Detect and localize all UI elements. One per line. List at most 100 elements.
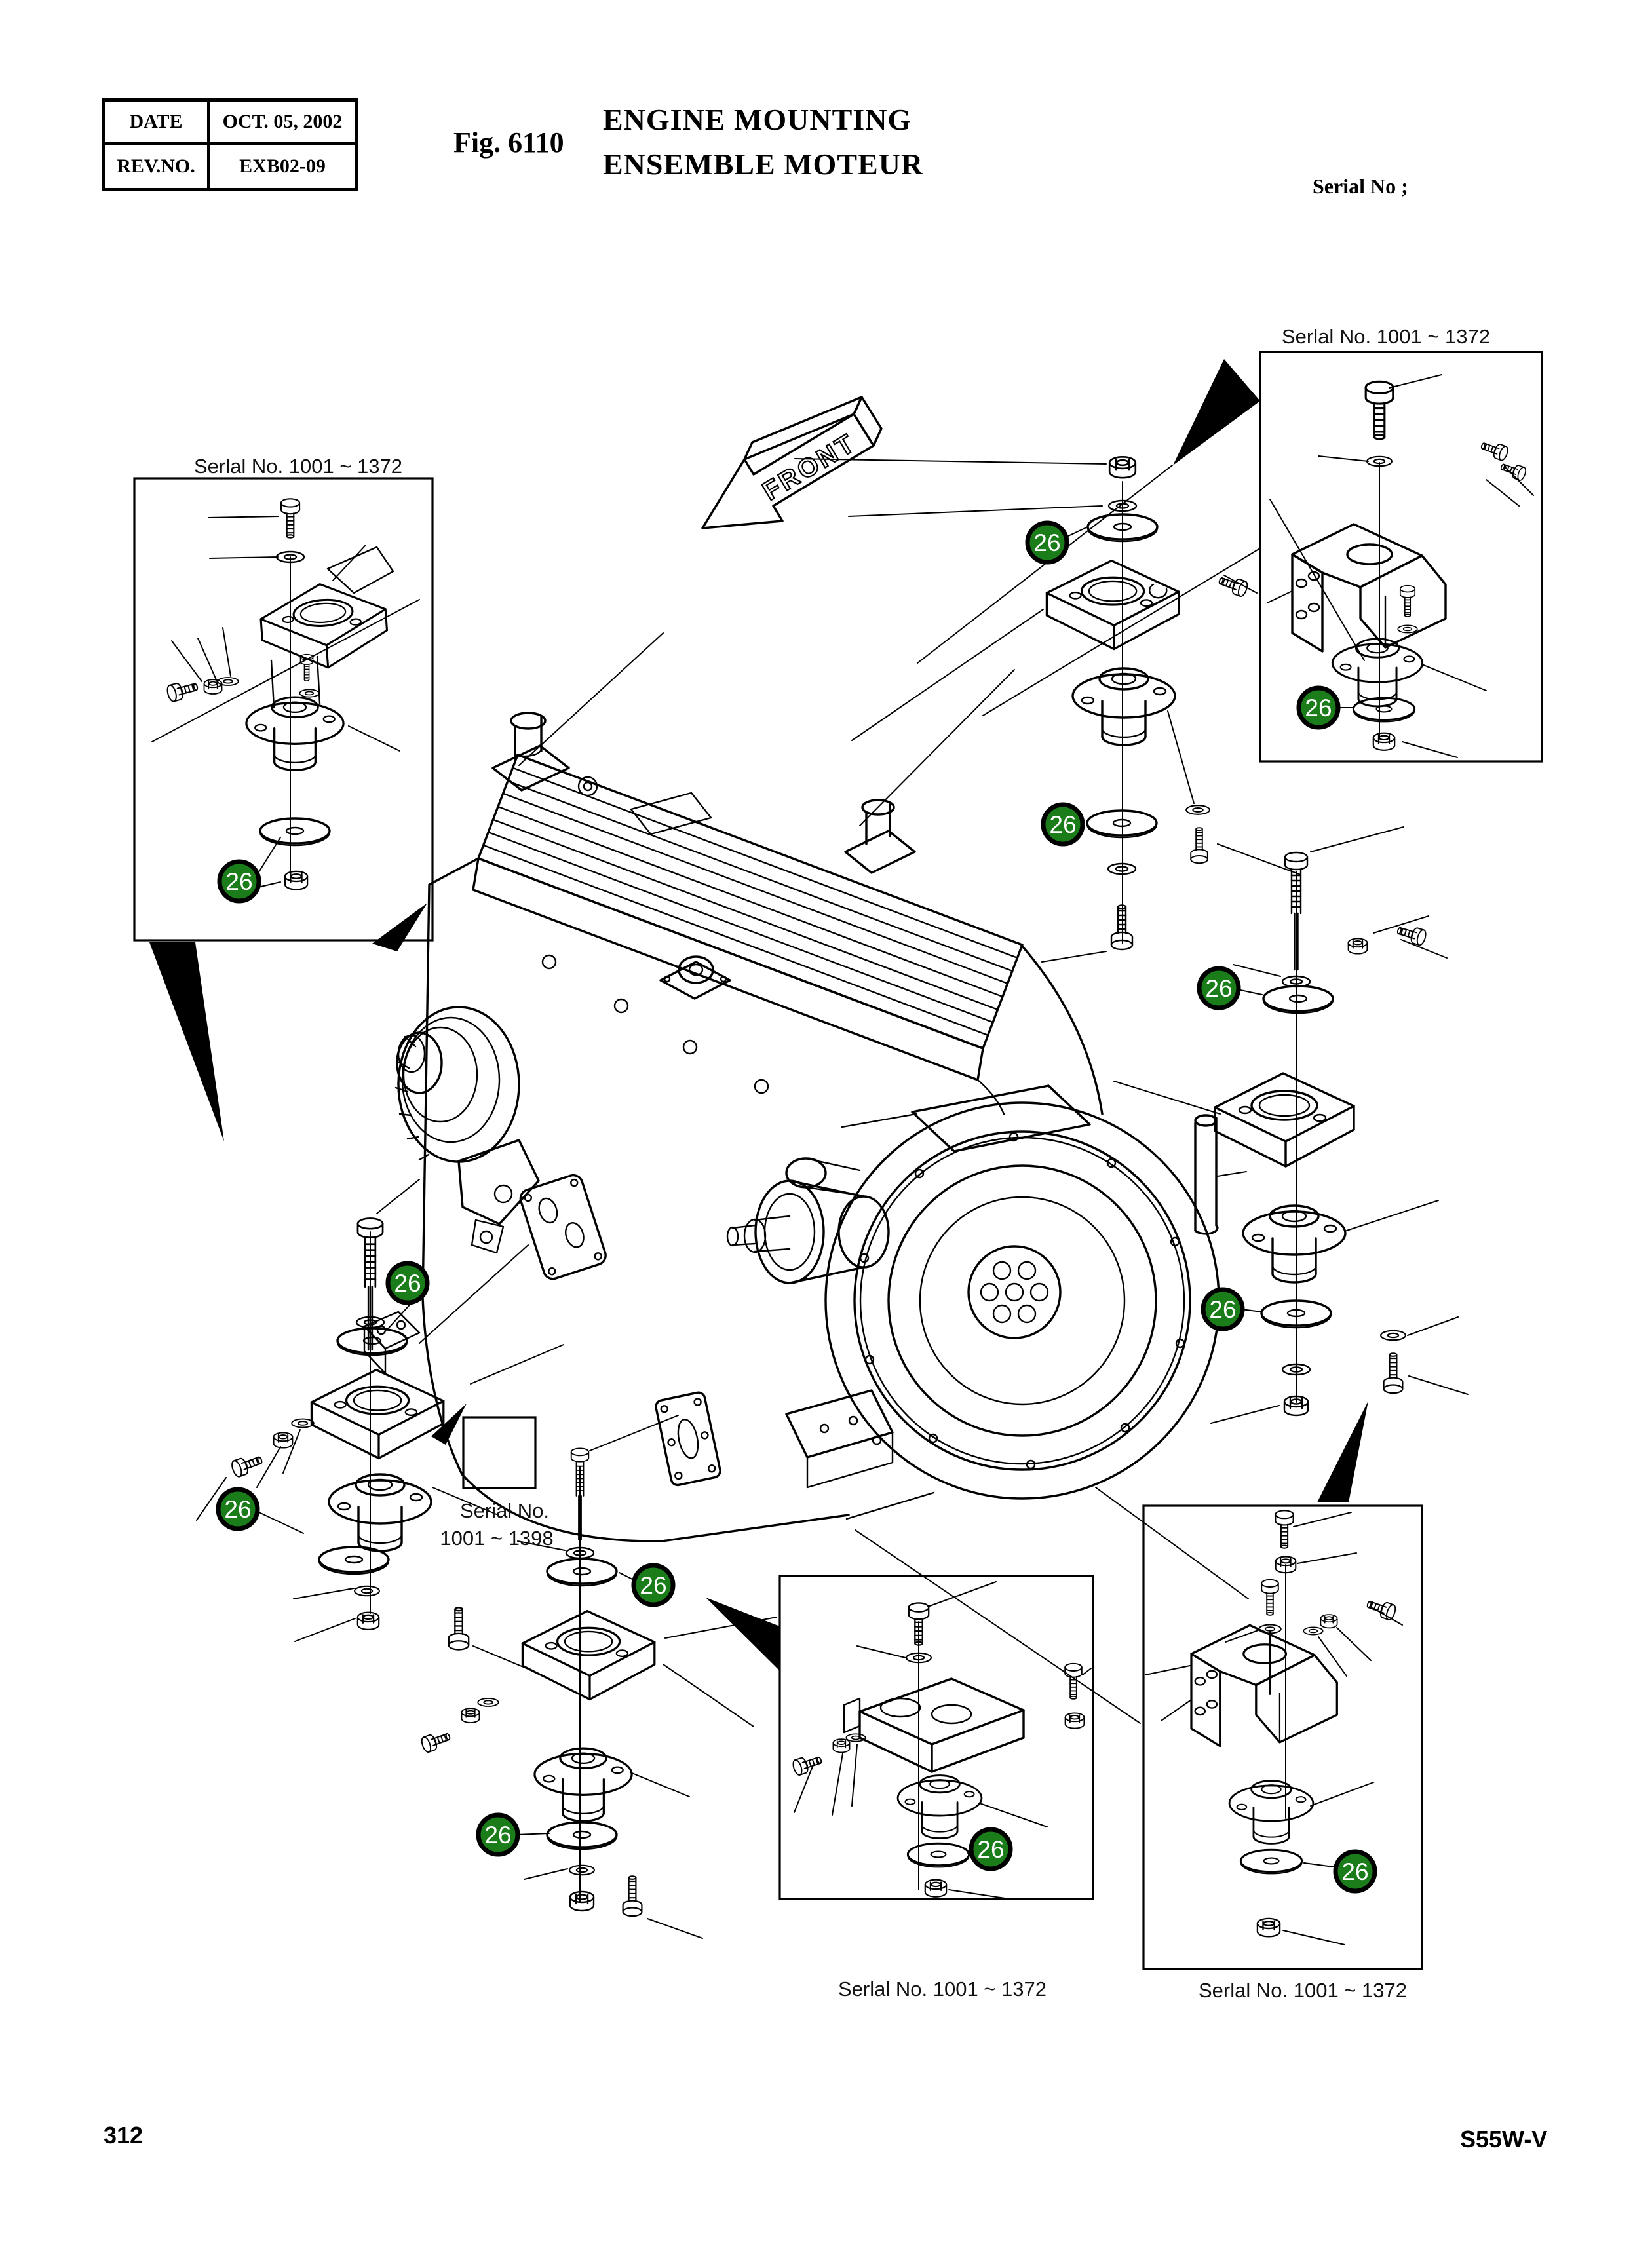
bolt-part: [1275, 1510, 1294, 1549]
bolt-part: [1261, 1579, 1279, 1616]
washer-plate-part: [1262, 985, 1334, 1014]
rubber-mount-part: [1228, 1780, 1315, 1845]
bracket-part: [521, 1609, 656, 1701]
nut-part: [832, 1738, 851, 1753]
svg-text:26: 26: [1341, 1858, 1368, 1885]
engine-assembly-drawing: [363, 712, 1220, 1542]
washer-part: [1185, 805, 1210, 815]
svg-text:26: 26: [394, 1270, 421, 1297]
inset-top-right-parts: [1267, 374, 1534, 758]
bolt-part: [1478, 438, 1510, 463]
breather-cap: [659, 955, 731, 1000]
svg-text:26: 26: [1209, 1296, 1236, 1323]
nut-part: [1256, 1917, 1281, 1938]
part-callout: 26: [217, 859, 261, 904]
nut-part: [273, 1432, 294, 1449]
nut-part: [1320, 1614, 1338, 1629]
bolt-part: [1394, 922, 1429, 947]
serial-note-line1: Serial No.: [460, 1499, 549, 1522]
washer-plate-part: [546, 1821, 618, 1850]
bracket-part: [310, 1368, 445, 1460]
nut-part: [356, 1611, 380, 1630]
svg-text:26: 26: [1205, 975, 1232, 1002]
nut-part: [1064, 1712, 1085, 1729]
svg-text:26: 26: [640, 1572, 666, 1599]
rubber-mount-part: [1331, 638, 1424, 708]
bolt-part: [449, 1607, 469, 1649]
nut-part: [569, 1890, 595, 1912]
dowel-pin: [1194, 1114, 1219, 1235]
bolt-part: [165, 678, 201, 703]
svg-text:26: 26: [1049, 811, 1076, 838]
page-title-en: ENGINE MOUNTING: [603, 103, 912, 136]
nut-part: [1283, 1395, 1309, 1417]
mount-assembly-left: [229, 1217, 469, 1650]
bracket-part: [1214, 1072, 1355, 1168]
part-callout: 26: [1197, 966, 1241, 1010]
serial-no-heading: Serial No ;: [1313, 174, 1408, 198]
washer-plate-part: [1352, 697, 1416, 723]
inset-top-left-parts: [151, 498, 420, 890]
bracket-part: [843, 1677, 1025, 1773]
washer-plate-part: [259, 817, 331, 847]
washer-part: [569, 1864, 595, 1876]
inset-box-bottom-right: [1142, 1504, 1423, 1970]
bolt-part: [791, 1751, 824, 1777]
washer-part: [1397, 624, 1418, 634]
inset-bottom-center-parts: [791, 1581, 1092, 1900]
svg-text:26: 26: [484, 1822, 511, 1848]
wedge-pointer-bottom-right: [1317, 1401, 1368, 1502]
bolt-part: [1384, 1353, 1403, 1393]
nut-part: [284, 870, 309, 890]
washer-plate-part: [906, 1842, 970, 1868]
wedge-pointer-left: [149, 942, 224, 1141]
rubber-mount-part: [328, 1473, 432, 1552]
lifting-eye-front: [491, 712, 570, 792]
side-gasket: [519, 1174, 607, 1280]
inset-box-top-left: [133, 477, 434, 942]
serial-label-bottom-right: Serlal No. 1001 ~ 1372: [1199, 1979, 1407, 2002]
revision-table-label-revno: REV.NO.: [105, 145, 210, 188]
serial-note-line2: 1001 ~ 1398: [440, 1527, 553, 1550]
wedge-pointer-top-right: [1173, 359, 1260, 465]
part-callouts: 26 26 26 26 26 26 26 26 26 26 26 26: [216, 520, 1377, 1894]
serial-label-top-right: Serlal No. 1001 ~ 1372: [1282, 325, 1490, 348]
serial-labels: Serlal No. 1001 ~ 1372 Serlal No. 1001 ~…: [194, 325, 1490, 2002]
inset-boxes: [133, 351, 1543, 1970]
rubber-mount-part: [1242, 1204, 1347, 1284]
washer-part: [1380, 1330, 1406, 1341]
revision-table: DATE OCT. 05, 2002 REV.NO. EXB02-09: [102, 98, 358, 191]
part-callout: 26: [1296, 685, 1341, 730]
flywheel-housing: [824, 1084, 1220, 1500]
svg-text:26: 26: [224, 1496, 251, 1523]
valve-cover: [472, 754, 1024, 1081]
revision-table-label-date: DATE: [105, 102, 210, 145]
figure-number: Fig. 6110: [453, 126, 564, 159]
pointer-wedges: [149, 359, 1368, 1671]
serial-label-top-left: Serlal No. 1001 ~ 1372: [194, 455, 402, 478]
bolt-part: [1216, 572, 1250, 598]
lifting-eye-rear: [844, 799, 916, 874]
bolt-part: [229, 1451, 265, 1479]
revision-table-value-date: OCT. 05, 2002: [210, 102, 355, 145]
bolt-part: [1364, 380, 1394, 440]
part-callout: 26: [1025, 520, 1069, 565]
part-callout: 26: [969, 1827, 1013, 1871]
serial-label-bottom-center: Serlal No. 1001 ~ 1372: [838, 1978, 1047, 2000]
part-callout: 26: [216, 1487, 260, 1531]
washer-part: [354, 1585, 380, 1597]
mount-assembly-top: [1045, 455, 1250, 949]
page-number: 312: [104, 2122, 144, 2149]
svg-text:26: 26: [977, 1836, 1004, 1863]
front-direction-arrow: FRONT: [701, 396, 883, 529]
inset-box-bottom-center: [778, 1575, 1094, 1900]
rubber-mount-part: [533, 1747, 633, 1822]
clip-part: [1149, 583, 1168, 599]
inset-box-top-right: [1259, 351, 1543, 763]
rubber-mount-part: [1071, 667, 1176, 746]
svg-text:26: 26: [1033, 529, 1060, 556]
bolt-part: [1498, 459, 1528, 482]
bracket-part: [258, 546, 394, 674]
svg-text:26: 26: [225, 868, 252, 895]
